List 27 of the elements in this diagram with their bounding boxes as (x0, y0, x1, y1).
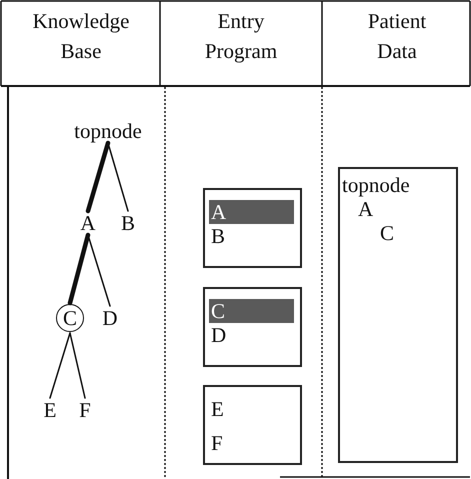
tree-node-label: E (44, 399, 56, 421)
tree-node-label: topnode (74, 120, 142, 142)
column-header: Patient Data (366, 8, 428, 65)
tree-branch-line (49, 332, 71, 399)
list-item: C (379, 221, 394, 245)
highlighted-item: C (209, 299, 294, 323)
tree-node-label: A (80, 212, 96, 234)
list-box (203, 287, 302, 367)
list-item: topnode (341, 173, 410, 197)
list-item: B (210, 224, 226, 248)
column-header: Entry Program (204, 8, 278, 65)
list-box (203, 188, 302, 268)
list-item: D (210, 323, 226, 347)
tree-node-label: F (79, 399, 91, 421)
circled-tree-node: C (56, 304, 84, 332)
tree-node-label: D (102, 307, 118, 329)
list-box (203, 385, 302, 465)
tree-branch-line (69, 332, 86, 399)
list-item: A (357, 197, 374, 221)
column-header: Knowledge Base (32, 8, 130, 65)
tree-node-label: B (121, 212, 135, 234)
list-item: F (210, 431, 223, 455)
tree-branch-line (86, 140, 110, 214)
highlighted-item: A (209, 200, 294, 224)
list-item: E (210, 397, 224, 421)
patient-data-panel (338, 167, 458, 463)
tree-branch-line (68, 232, 90, 306)
